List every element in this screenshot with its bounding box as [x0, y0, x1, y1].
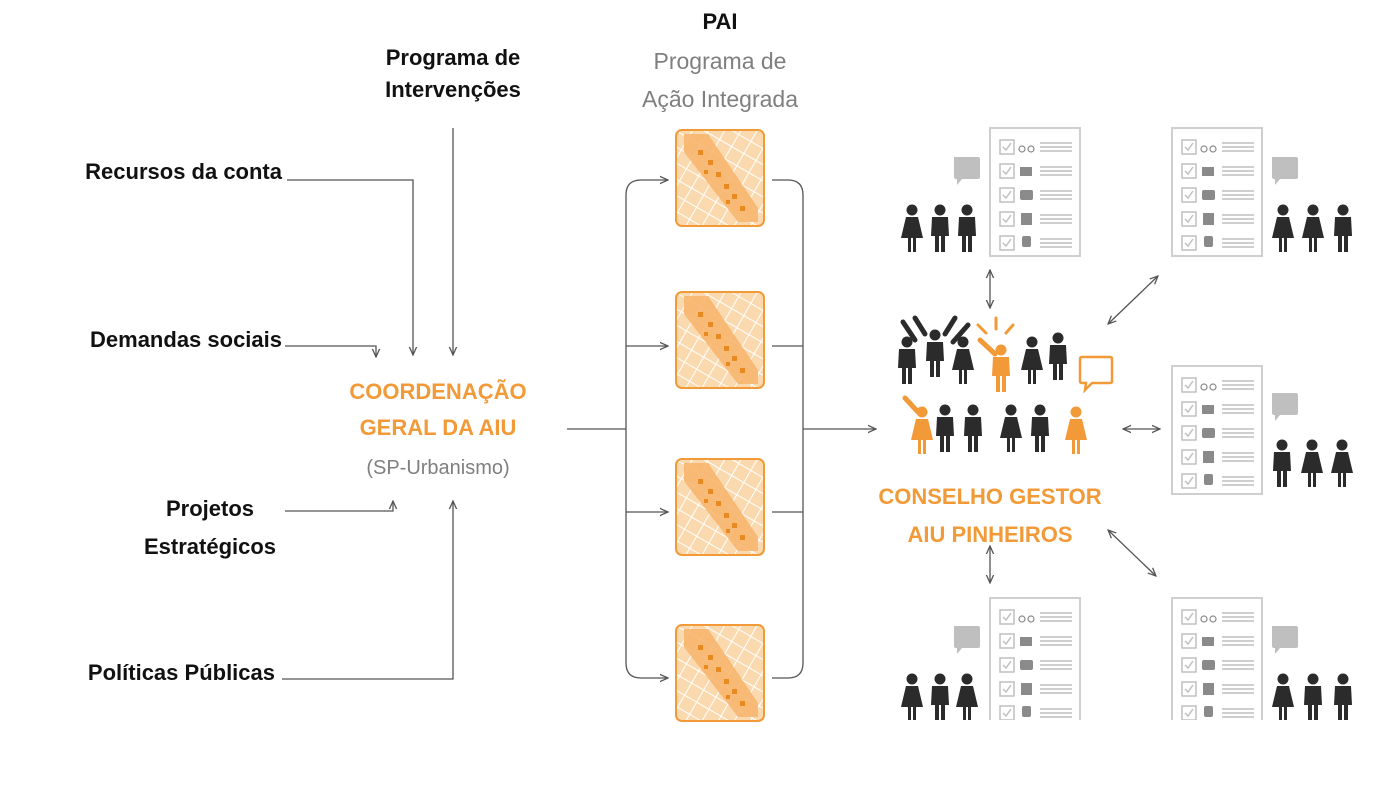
coordenacao-sub: (SP-Urbanismo) — [366, 457, 510, 479]
pai-line2: Ação Integrada — [641, 86, 798, 112]
connector-recursos — [287, 179, 413, 355]
politicas-label: Políticas Públicas — [87, 660, 275, 685]
demandas-label: Demandas sociais — [90, 327, 282, 352]
recursos-label: Recursos da conta — [85, 159, 282, 184]
programa-label: Programa de Intervenções — [348, 42, 558, 106]
speech-bubble-icon — [954, 626, 980, 654]
pai-line1: Programa de — [653, 48, 787, 74]
conselho-label: CONSELHO GESTOR AIU PINHEIROS — [850, 478, 1130, 554]
connector-politicas — [282, 501, 453, 680]
speech-bubble-icon — [1078, 355, 1114, 394]
map-icon — [675, 291, 765, 389]
map-icon — [675, 129, 765, 227]
map-icon — [675, 624, 765, 722]
council-group-icon — [898, 315, 1114, 454]
projetos-label: Projetos Estratégicos — [120, 490, 300, 566]
coordenacao-line2: GERAL DA AIU — [359, 415, 517, 440]
coordenacao-line1: COORDENAÇÃO — [349, 379, 527, 404]
programa-line2: Intervenções — [385, 77, 521, 102]
pai-connectors — [567, 180, 876, 678]
speech-bubble-icon — [1272, 157, 1298, 185]
speech-bubble-icon — [1272, 626, 1298, 654]
pai-map-tiles — [675, 129, 765, 722]
stakeholder-group-top-left — [901, 127, 1081, 257]
projetos-line2: Estratégicos — [143, 534, 277, 559]
speech-bubble-icon — [954, 157, 980, 185]
map-icon — [675, 458, 765, 556]
pai-title: PAI — [702, 9, 738, 34]
projetos-line1: Projetos — [165, 496, 255, 521]
coordenacao-label: COORDENAÇÃO GERAL DA AIU — [318, 374, 558, 446]
speech-bubble-icon — [1272, 393, 1298, 421]
input-connectors — [282, 128, 453, 680]
conselho-line2: AIU PINHEIROS — [907, 522, 1073, 547]
conselho-line1: CONSELHO GESTOR — [878, 484, 1102, 509]
exchange-arrows — [990, 270, 1160, 583]
connector-demandas — [285, 345, 376, 357]
stakeholder-group-top-right — [1171, 127, 1352, 257]
pai-subtitle: Programa de Ação Integrada — [600, 42, 840, 118]
connector-projetos — [285, 501, 393, 512]
stakeholder-group-bottom-left — [901, 597, 1081, 727]
stakeholder-group-middle-right — [1171, 365, 1353, 495]
stakeholder-group-bottom-right — [1171, 597, 1352, 727]
programa-line1: Programa de — [385, 45, 521, 70]
